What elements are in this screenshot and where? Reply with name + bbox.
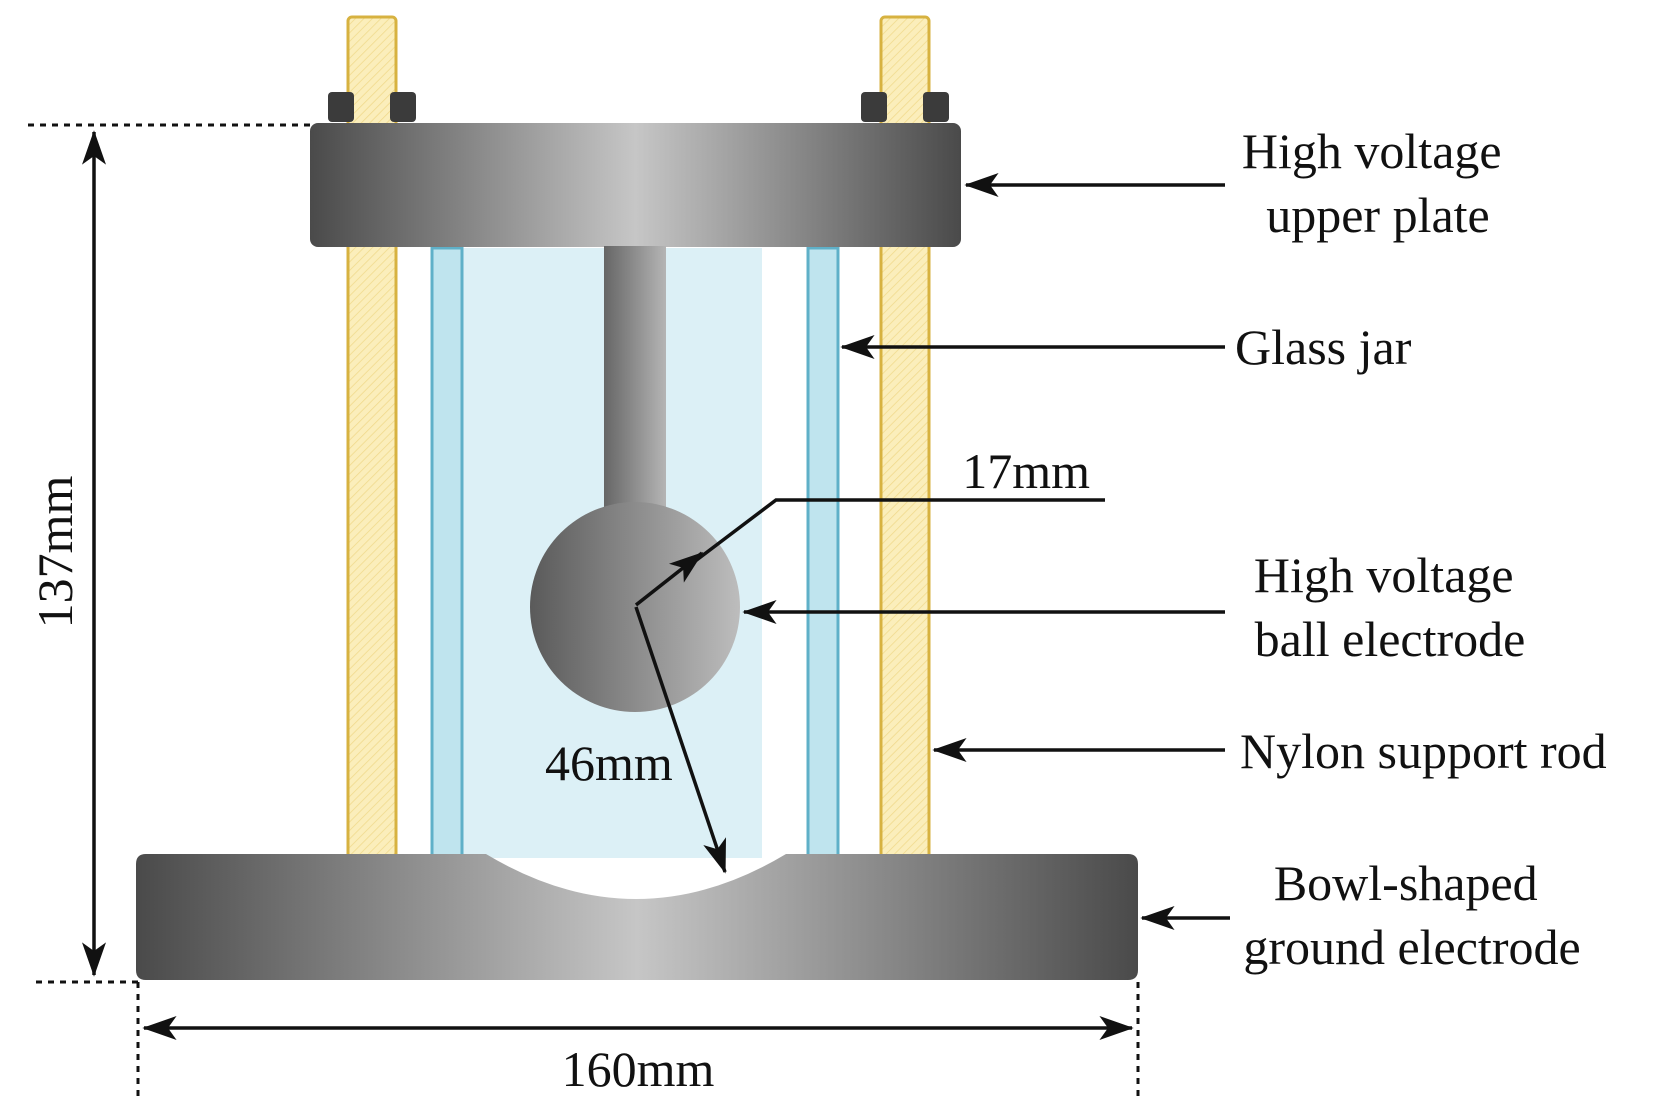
upper-plate-label-line2: upper plate bbox=[1266, 187, 1490, 243]
glass-jar-label: Glass jar bbox=[1235, 319, 1412, 375]
component-leaders bbox=[742, 173, 1230, 930]
electrode-rod bbox=[604, 246, 666, 512]
ground-electrode-label-line1: Bowl-shaped bbox=[1274, 855, 1538, 911]
ball-electrode-label-line1: High voltage bbox=[1254, 547, 1514, 603]
ball-radius-leader bbox=[688, 498, 1105, 567]
upper-plate-label: High voltage upper plate bbox=[1242, 123, 1514, 243]
ground-electrode-label: Bowl-shaped ground electrode bbox=[1243, 855, 1580, 975]
width-dimension-label: 160mm bbox=[562, 1041, 715, 1097]
rod-nuts bbox=[328, 92, 949, 122]
dimension-extension-lines bbox=[28, 123, 1140, 1098]
bowl-radius-label: 46mm bbox=[545, 735, 673, 791]
ball-electrode-label-line2: ball electrode bbox=[1255, 611, 1526, 667]
ball-electrode bbox=[530, 502, 740, 712]
upper-plate bbox=[310, 123, 961, 247]
upper-plate-label-line1: High voltage bbox=[1242, 123, 1502, 179]
support-rod-label: Nylon support rod bbox=[1240, 723, 1607, 779]
ball-electrode-label: High voltage ball electrode bbox=[1254, 547, 1526, 667]
ball-radius-arrow bbox=[634, 551, 704, 607]
ground-electrode-label-line2: ground electrode bbox=[1243, 919, 1580, 975]
height-dimension-label: 137mm bbox=[27, 476, 83, 629]
ball-radius-label: 17mm bbox=[962, 443, 1090, 499]
ground-electrode bbox=[136, 854, 1138, 980]
bowl-radius-arrow bbox=[634, 606, 727, 874]
